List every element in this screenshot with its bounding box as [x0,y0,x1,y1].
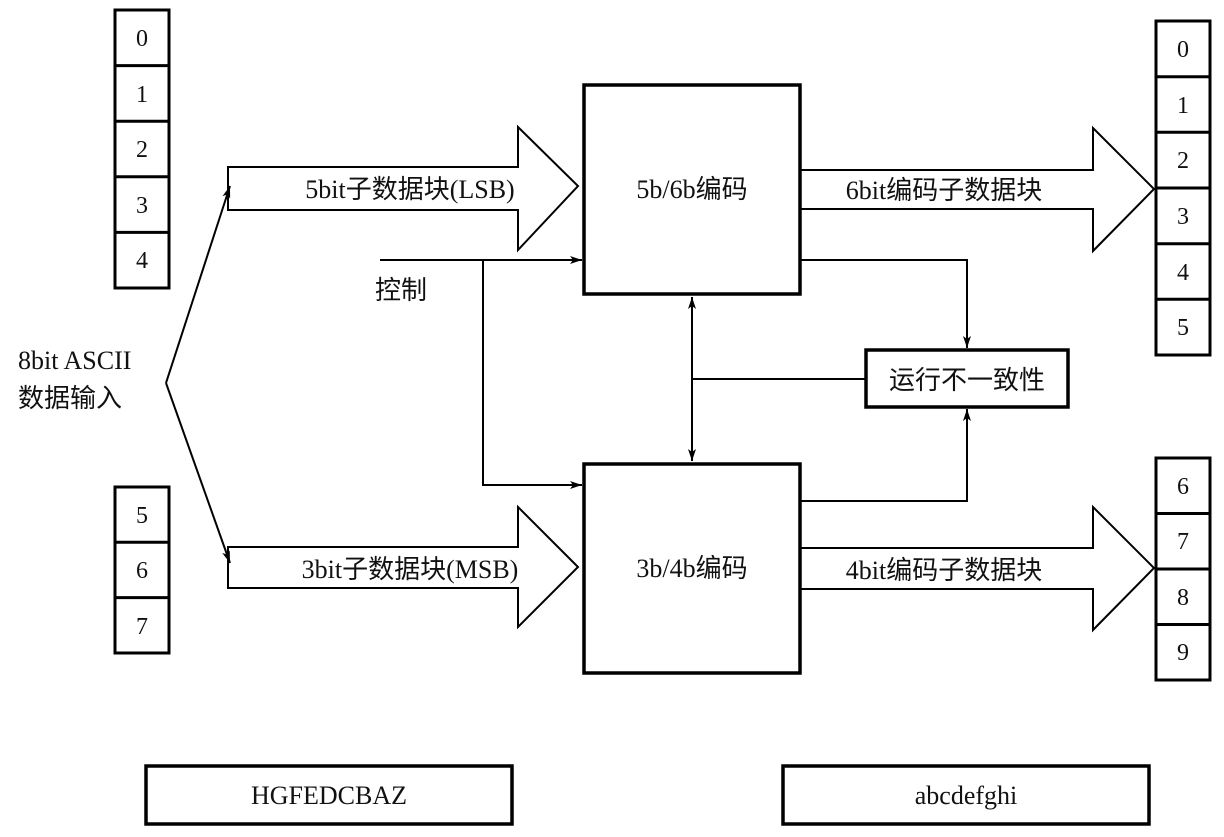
bit-label: 9 [1177,640,1189,666]
bit-label: 0 [1177,37,1189,63]
bit-label: 2 [1177,148,1189,174]
control-arrow-bottom [482,260,582,489]
encoder-3b4b-label: 3b/4b编码 [636,554,747,583]
split-arrow-msb [165,382,231,564]
bit-label: 1 [136,82,148,108]
msb-data-arrow [227,504,580,630]
bit-label: 4 [1177,260,1189,286]
disparity-input-arrow-top [800,259,971,348]
split-arrow-lsb [165,185,231,384]
bit-label: 7 [1177,529,1189,555]
input-msb-bit-stack: 5 6 7 [113,485,171,655]
bit-label: 1 [1177,93,1189,119]
disparity-box [864,348,1070,409]
output-6bit-arrow [799,125,1156,254]
output-bit-order-box [781,764,1151,826]
disparity-input-arrow-bottom [800,409,971,502]
bit-label: 3 [136,193,148,219]
bit-label: 6 [1177,474,1189,500]
msb-label: 3bit子数据块(MSB) [302,555,519,584]
bit-label: 0 [136,26,148,52]
bit-label: 5 [1177,315,1189,341]
bit-label: 8 [1177,585,1189,611]
output-upper-bit-stack: 0 1 2 3 4 5 [1154,19,1212,357]
output-4bit-label: 4bit编码子数据块 [846,556,1042,585]
bit-label: 7 [136,614,148,640]
bit-label: 3 [1177,204,1189,230]
input-bit-order-box [144,764,514,826]
bit-label: 6 [136,558,148,584]
lsb-data-arrow [227,124,580,253]
output-4bit-arrow [799,504,1156,633]
input-lsb-bit-stack: 0 1 2 3 4 [113,8,171,290]
bit-label: 5 [136,503,148,529]
lsb-label: 5bit子数据块(LSB) [305,175,514,204]
output-6bit-label: 6bit编码子数据块 [846,176,1042,205]
bit-label: 4 [136,248,148,274]
disparity-label: 运行不一致性 [889,366,1045,395]
input-label-line2: 数据输入 [18,384,122,413]
output-lower-bit-stack: 6 7 8 9 [1154,456,1212,682]
control-label: 控制 [375,276,427,305]
input-bit-order-label: HGFEDCBAZ [251,781,407,810]
bit-label: 2 [136,137,148,163]
input-label-line1: 8bit ASCII [18,346,131,375]
encoder-5b6b-label: 5b/6b编码 [636,175,747,204]
output-bit-order-label: abcdefghi [915,781,1018,810]
